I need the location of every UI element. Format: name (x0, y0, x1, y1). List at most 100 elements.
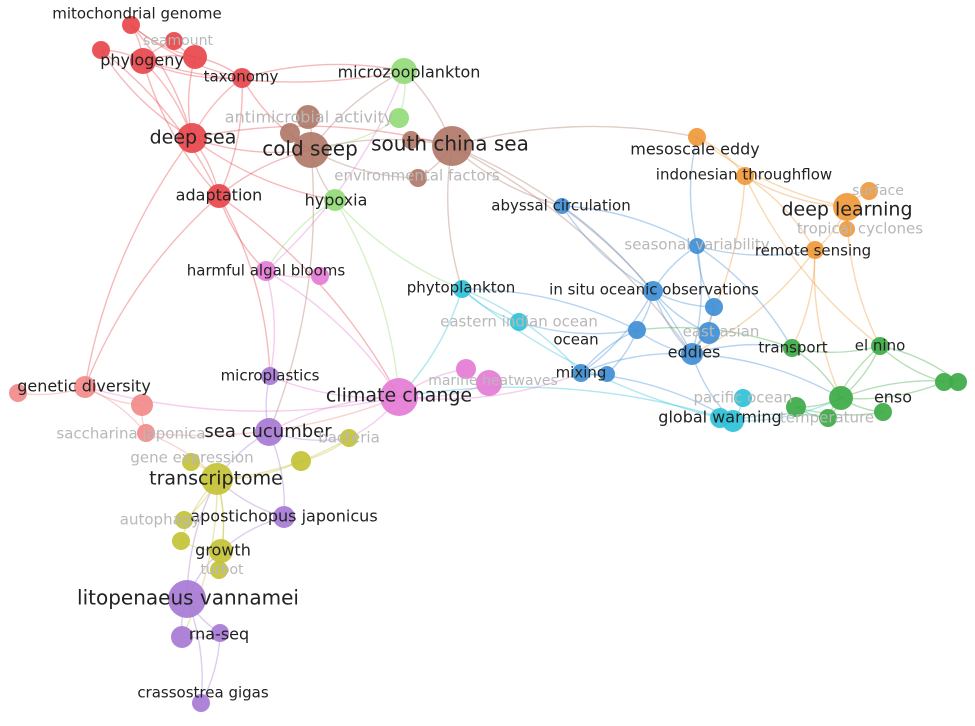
label-adaptation: adaptation (176, 186, 263, 205)
node-pink-b[interactable] (311, 267, 329, 285)
node-bacteria[interactable] (340, 429, 358, 447)
node-eddies[interactable] (681, 343, 703, 365)
node-purple-a[interactable] (211, 624, 229, 642)
node-temperature[interactable] (819, 409, 837, 427)
node-microzooplankton[interactable] (391, 58, 417, 84)
node-green-b[interactable] (874, 403, 892, 421)
node-mesoscale-eddy[interactable] (688, 128, 706, 146)
node-seamount[interactable] (165, 32, 183, 50)
node-adaptation[interactable] (207, 184, 231, 208)
node-surface[interactable] (860, 182, 878, 200)
edge-seasonal_variability-transport (696, 245, 793, 349)
label-autophagy: autophagy (120, 511, 200, 529)
node-cyan-a[interactable] (710, 408, 730, 428)
node-brown-a[interactable] (296, 105, 320, 129)
edge-ocean-eastern_indian_ocean (518, 321, 638, 335)
node-salmon-a[interactable] (9, 384, 27, 402)
label-sea-cucumber: sea cucumber (204, 421, 332, 442)
node-eastern-indian-ocean[interactable] (510, 313, 528, 331)
node-red-b[interactable] (183, 45, 207, 69)
node-phytoplankton[interactable] (453, 280, 471, 298)
edge-adaptation-genetic_diversity (84, 195, 220, 388)
label-turbot: turbot (200, 562, 244, 578)
node-deep-learning[interactable] (833, 193, 861, 221)
node-phylogeny[interactable] (130, 48, 156, 74)
node-microplastics[interactable] (261, 367, 279, 385)
node-deep-sea[interactable] (177, 123, 207, 153)
label-litopenaeus-vannamei: litopenaeus vannamei (77, 586, 299, 610)
node-yellow-a[interactable] (291, 451, 311, 471)
label-ocean: ocean (553, 331, 598, 349)
node-green-d[interactable] (949, 373, 967, 391)
label-cold-seep: cold seep (262, 137, 358, 161)
edge-abyssal_circulation-seasonal_variability (561, 205, 698, 247)
node-saccharina-japonica[interactable] (137, 424, 155, 442)
node-marine-heatwaves[interactable] (456, 359, 476, 379)
node-rna-seq[interactable] (171, 626, 193, 648)
node-red-a[interactable] (92, 41, 110, 59)
node-transcriptome[interactable] (201, 463, 233, 495)
node-transport[interactable] (783, 339, 801, 357)
node-gene-expression[interactable] (182, 453, 200, 471)
node-in-situ-oceanic-observations[interactable] (643, 281, 663, 301)
node-blue-a[interactable] (705, 298, 723, 316)
node-layer (9, 16, 967, 712)
node-antimicrobial-activity[interactable] (389, 108, 409, 128)
node-brown-c[interactable] (402, 131, 420, 149)
node-mitochondrial-genome[interactable] (122, 16, 140, 34)
label-pacific-ocean: pacific ocean (694, 389, 793, 407)
edge-seasonal_variability-mesoscale_eddy (689, 136, 698, 247)
label-hypoxia: hypoxia (305, 191, 368, 210)
edge-el_nino-temperature (827, 345, 881, 419)
node-green-c[interactable] (935, 373, 953, 391)
label-marine-heatwaves: marine heatwaves (428, 373, 558, 389)
node-el-nino[interactable] (871, 337, 889, 355)
node-crassostrea-gigas[interactable] (192, 694, 210, 712)
label-global-warming: global warming (658, 408, 781, 427)
edge-ocean-phytoplankton (461, 288, 638, 331)
label-rna-seq: rna-seq (189, 625, 249, 644)
node-green-a[interactable] (786, 397, 806, 417)
node-salmon-b[interactable] (131, 394, 153, 416)
node-yellow-b[interactable] (172, 532, 190, 550)
node-remote-sensing[interactable] (806, 241, 824, 259)
node-enso[interactable] (829, 386, 853, 410)
label-tropical-cyclones: tropical cyclones (797, 220, 923, 238)
label-enso: enso (874, 388, 912, 407)
node-sea-cucumber[interactable] (255, 418, 283, 446)
edge-phylogeny-microzooplankton (142, 60, 405, 83)
label-seasonal-variability: seasonal variability (624, 236, 769, 254)
node-growth[interactable] (209, 539, 233, 563)
node-hypoxia[interactable] (324, 189, 346, 211)
label-in-situ-oceanic-observations: in situ oceanic observations (549, 281, 759, 299)
edge-transcriptome-rna_seq (181, 478, 218, 638)
node-blue-b[interactable] (599, 366, 615, 382)
node-pink-a[interactable] (476, 370, 502, 396)
node-autophagy[interactable] (175, 511, 193, 529)
node-mixing[interactable] (572, 364, 590, 382)
node-pacific-ocean[interactable] (734, 389, 752, 407)
label-east-asian: east asian (683, 323, 760, 341)
node-south-china-sea[interactable] (432, 126, 472, 166)
label-gene-expression: gene expression (130, 449, 253, 467)
node-ocean[interactable] (628, 321, 646, 339)
node-climate-change[interactable] (380, 378, 418, 416)
label-microzooplankton: microzooplankton (338, 63, 481, 82)
node-apostichopus-japonicus[interactable] (273, 506, 295, 528)
node-east-asian[interactable] (698, 322, 720, 344)
node-indonesian-throughflow[interactable] (736, 167, 754, 185)
node-cold-seep[interactable] (293, 132, 329, 168)
node-taxonomy[interactable] (232, 68, 252, 88)
edge-adaptation-harmful_algal_blooms (218, 195, 267, 272)
node-abyssal-circulation[interactable] (554, 198, 570, 214)
node-brown-b[interactable] (280, 123, 300, 143)
node-seasonal-variability[interactable] (689, 238, 705, 254)
label-indonesian-throughflow: indonesian throughflow (656, 166, 832, 184)
node-turbot[interactable] (210, 561, 228, 579)
node-tropical-cyclones[interactable] (839, 221, 855, 237)
node-environmental-factors[interactable] (409, 169, 427, 187)
label-saccharina-japonica: saccharina japonica (56, 425, 205, 443)
node-litopenaeus-vannamei[interactable] (168, 580, 206, 618)
node-harmful-algal-blooms[interactable] (256, 261, 276, 281)
node-genetic-diversity[interactable] (74, 376, 96, 398)
